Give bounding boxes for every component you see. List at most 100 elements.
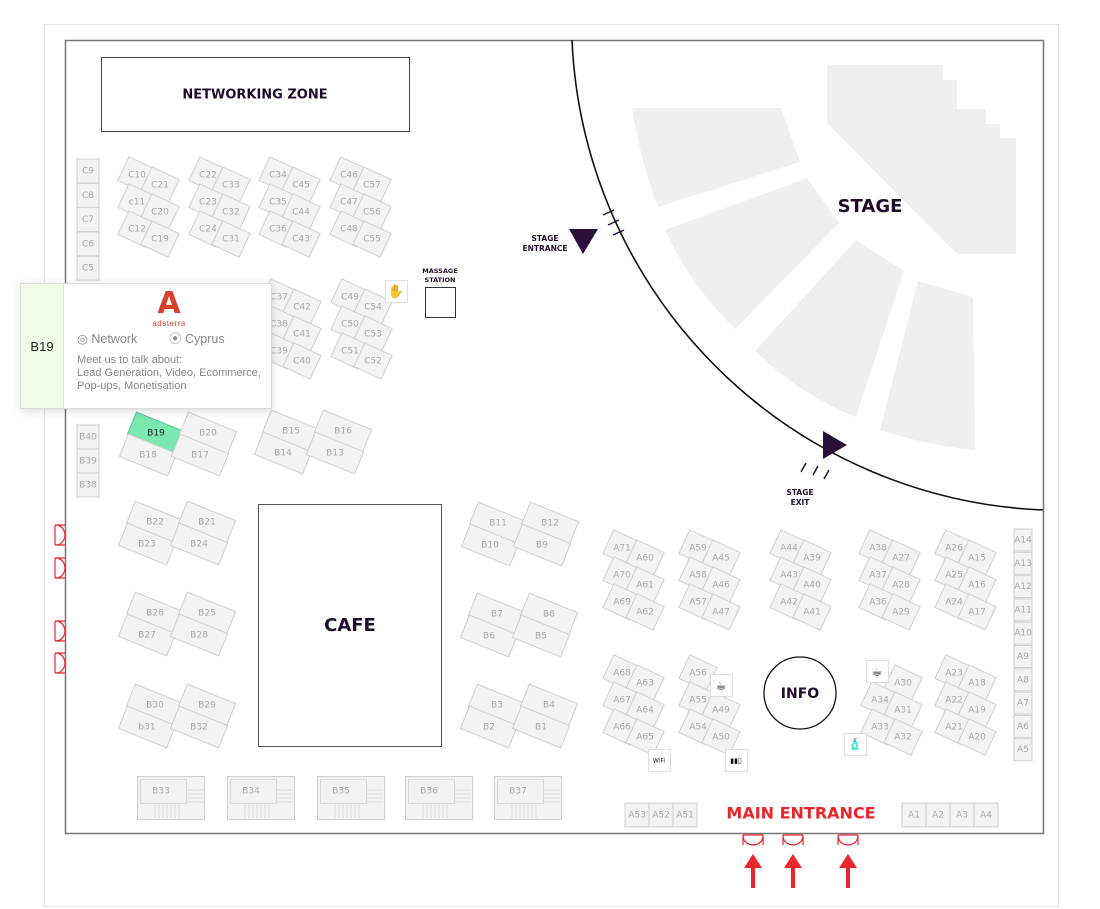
booth-C19[interactable]: C19	[140, 220, 180, 258]
booth-shape	[511, 705, 571, 749]
booth-B13[interactable]: B13	[305, 431, 365, 475]
cafe-zone[interactable]: CAFE	[258, 504, 442, 747]
booth-C7[interactable]: C7	[76, 207, 100, 233]
booth-B9[interactable]: B9	[512, 523, 572, 567]
booth-B33[interactable]: B33	[137, 776, 205, 820]
booth-A17[interactable]: A17	[957, 593, 997, 631]
booth-A32[interactable]: A32	[883, 718, 923, 756]
booth-A53[interactable]: A53	[624, 802, 650, 828]
booth-label: A57	[689, 598, 707, 608]
booth-A52[interactable]: A52	[648, 802, 674, 828]
booth-A8[interactable]: A8	[1013, 668, 1033, 692]
stage-area[interactable]: STAGE STAGE ENTRANCE STAGE EXIT	[523, 39, 1044, 511]
booth-label: C48	[340, 225, 358, 235]
booth-A10[interactable]: A10	[1013, 621, 1033, 645]
stage-label: STAGE	[838, 196, 903, 217]
booth-label: C40	[293, 357, 311, 367]
stage-exit-label: EXIT	[791, 498, 811, 507]
booth-B32[interactable]: B32	[169, 705, 229, 749]
booth-shape	[1013, 714, 1033, 738]
booth-label: B21	[198, 518, 216, 528]
country-text: Cyprus	[184, 332, 225, 346]
booth-B40[interactable]: B40	[76, 424, 100, 450]
massage-station[interactable]: MASSAGE STATION	[422, 267, 458, 318]
booth-B27[interactable]: B27	[117, 613, 177, 657]
booth-C8[interactable]: C8	[76, 182, 100, 208]
booth-shape	[169, 613, 229, 657]
booth-A7[interactable]: A7	[1013, 691, 1033, 715]
booth-B5[interactable]: B5	[511, 614, 571, 658]
booth-A1[interactable]: A1	[901, 802, 927, 828]
svg-text:WiFi: WiFi	[653, 758, 665, 765]
booth-A3[interactable]: A3	[949, 802, 975, 828]
booth-A65[interactable]: A65	[625, 718, 665, 756]
booth-B39[interactable]: B39	[76, 448, 100, 474]
arrow-up-icon	[839, 854, 857, 888]
booth-B37[interactable]: B37	[494, 776, 562, 820]
booth-C9[interactable]: C9	[76, 158, 100, 184]
booth-C40[interactable]: C40	[282, 342, 322, 380]
booth-A13[interactable]: A13	[1013, 551, 1033, 575]
booth-A14[interactable]: A14	[1013, 528, 1033, 552]
booth-C52[interactable]: C52	[353, 342, 393, 380]
info-desk[interactable]: INFO	[763, 656, 837, 730]
booth-label: A67	[613, 696, 631, 706]
booth-label: B12	[541, 519, 559, 529]
booth-A47[interactable]: A47	[701, 593, 741, 631]
booth-label: A31	[894, 706, 912, 716]
booth-b31[interactable]: b31	[117, 705, 177, 749]
booth-shape	[459, 705, 519, 749]
booth-A62[interactable]: A62	[625, 593, 665, 631]
booth-C55[interactable]: C55	[352, 220, 392, 258]
booth-A29[interactable]: A29	[881, 593, 921, 631]
booth-A5[interactable]: A5	[1013, 738, 1033, 762]
booth-A12[interactable]: A12	[1013, 575, 1033, 599]
booth-A6[interactable]: A6	[1013, 714, 1033, 738]
booth-B14[interactable]: B14	[253, 431, 313, 475]
booth-B17[interactable]: B17	[170, 433, 230, 477]
booth-B2[interactable]: B2	[459, 705, 519, 749]
entrance-arrows-icon	[602, 209, 625, 236]
charging-icon: ▮▮▯	[725, 749, 748, 772]
booth-A11[interactable]: A11	[1013, 598, 1033, 622]
booth-label: A69	[613, 598, 631, 608]
booth-B24[interactable]: B24	[169, 522, 229, 566]
door-icon	[54, 557, 66, 579]
booth-C6[interactable]: C6	[76, 231, 100, 257]
booth-C31[interactable]: C31	[211, 220, 251, 258]
booth-B35[interactable]: B35	[317, 776, 385, 820]
booth-A50[interactable]: A50	[701, 718, 741, 756]
booth-B6[interactable]: B6	[459, 614, 519, 658]
booth-A51[interactable]: A51	[672, 802, 698, 828]
booth-B28[interactable]: B28	[169, 613, 229, 657]
booth-label: B36	[420, 787, 438, 797]
booth-label: A58	[689, 571, 707, 581]
stage-exit-label: STAGE	[786, 488, 813, 497]
booth-B23[interactable]: B23	[117, 522, 177, 566]
booth-label: A13	[1014, 559, 1032, 569]
networking-zone-label: NETWORKING ZONE	[182, 88, 327, 103]
booth-label: C53	[364, 330, 382, 340]
booth-label: C44	[292, 208, 310, 218]
booth-B36[interactable]: B36	[405, 776, 473, 820]
booth-A4[interactable]: A4	[973, 802, 999, 828]
booth-C43[interactable]: C43	[281, 220, 321, 258]
booth-B10[interactable]: B10	[460, 523, 520, 567]
booth-B38[interactable]: B38	[76, 472, 100, 498]
booth-label: C51	[341, 347, 359, 357]
booth-B1[interactable]: B1	[511, 705, 571, 749]
booth-A41[interactable]: A41	[792, 593, 832, 631]
booth-C5[interactable]: C5	[76, 255, 100, 281]
booth-A2[interactable]: A2	[925, 802, 951, 828]
booth-A9[interactable]: A9	[1013, 645, 1033, 668]
booth-label: A28	[892, 581, 910, 591]
booth-label: C21	[151, 181, 169, 191]
booth-label: C52	[364, 357, 382, 367]
networking-zone[interactable]: NETWORKING ZONE	[101, 57, 410, 132]
booth-label: B14	[274, 449, 292, 459]
booth-B18[interactable]: B18	[118, 433, 178, 477]
booth-B34[interactable]: B34	[227, 776, 295, 820]
booth-A20[interactable]: A20	[957, 718, 997, 756]
booth-label: b31	[138, 723, 155, 733]
